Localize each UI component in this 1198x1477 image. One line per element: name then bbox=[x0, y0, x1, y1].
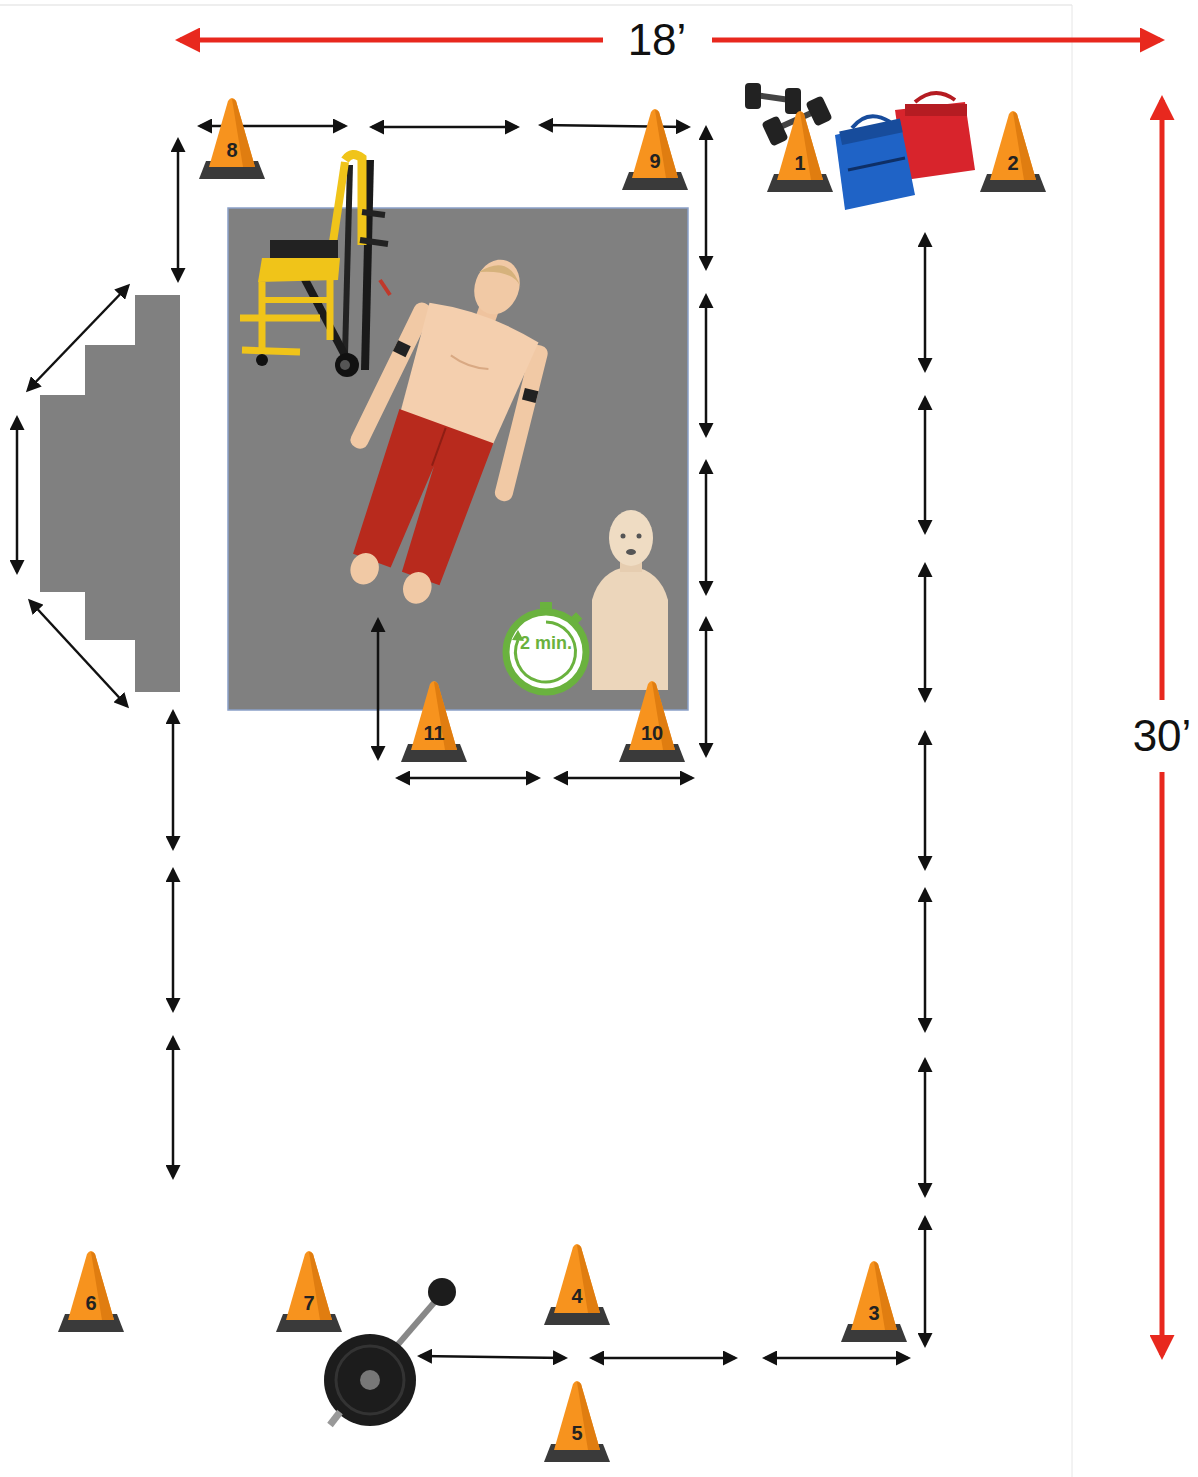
cone-marker: 3 bbox=[839, 1260, 909, 1342]
cone-marker: 9 bbox=[620, 108, 690, 190]
cone-marker: 7 bbox=[274, 1250, 344, 1332]
cone-shape bbox=[542, 1380, 612, 1462]
cone-shape bbox=[978, 110, 1048, 192]
stair-chair bbox=[240, 154, 390, 377]
cone-number: 6 bbox=[56, 1292, 126, 1314]
cone-number: 5 bbox=[542, 1422, 612, 1444]
cone-marker: 1 bbox=[765, 110, 835, 192]
timer-text: 2 min. bbox=[520, 634, 572, 652]
dumbbells bbox=[745, 83, 833, 147]
cone-number: 3 bbox=[839, 1302, 909, 1324]
stopwatch: 2 min. bbox=[498, 600, 594, 696]
frame-line bbox=[1072, 5, 1073, 1477]
cone-number: 1 bbox=[765, 152, 835, 174]
cone-marker: 4 bbox=[542, 1243, 612, 1325]
cone-shape bbox=[274, 1250, 344, 1332]
cone-shape bbox=[620, 108, 690, 190]
cone-marker: 8 bbox=[197, 97, 267, 179]
medical-bags bbox=[835, 93, 975, 210]
cone-marker: 2 bbox=[978, 110, 1048, 192]
cone-number: 2 bbox=[978, 152, 1048, 174]
cone-number: 11 bbox=[399, 722, 469, 744]
cone-marker: 11 bbox=[399, 680, 469, 762]
training-mannequin bbox=[304, 231, 588, 623]
cone-number: 4 bbox=[542, 1285, 612, 1307]
cone-number: 7 bbox=[274, 1292, 344, 1314]
cone-shape bbox=[542, 1243, 612, 1325]
floor-mat bbox=[228, 208, 688, 710]
cone-shape bbox=[197, 97, 267, 179]
cpr-manikin bbox=[592, 510, 668, 690]
cone-marker: 6 bbox=[56, 1250, 126, 1332]
cone-marker: 5 bbox=[542, 1380, 612, 1462]
cone-shape bbox=[56, 1250, 126, 1332]
dimension-label: 30’ bbox=[1127, 711, 1198, 761]
cone-number: 8 bbox=[197, 139, 267, 161]
frame-line bbox=[0, 5, 1072, 6]
dimension-label: 18’ bbox=[622, 15, 693, 65]
cone-shape bbox=[617, 680, 687, 762]
cone-marker: 10 bbox=[617, 680, 687, 762]
cone-number: 10 bbox=[617, 722, 687, 744]
barbell bbox=[324, 1278, 456, 1426]
cone-shape bbox=[765, 110, 835, 192]
cone-number: 9 bbox=[620, 150, 690, 172]
dimension-arrows bbox=[180, 40, 1162, 1355]
path-arrows bbox=[17, 125, 925, 1358]
cone-shape bbox=[839, 1260, 909, 1342]
cone-shape bbox=[399, 680, 469, 762]
